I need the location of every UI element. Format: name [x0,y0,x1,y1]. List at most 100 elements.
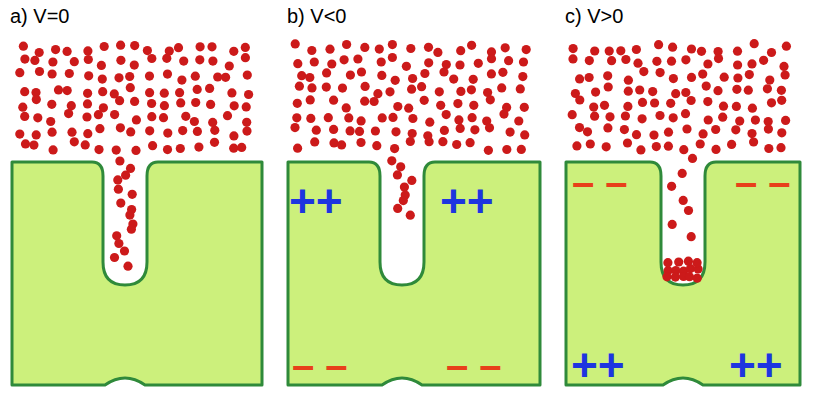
ion-dot [159,113,168,122]
ion-dot [190,117,199,126]
ion-dot [719,102,728,111]
ion-dot [776,143,785,152]
ion-dot [145,72,154,81]
ion-dot [764,125,773,134]
ion-dot [32,130,41,139]
ion-dot [21,139,30,148]
ion-dot [519,57,528,66]
ion-dot [322,83,331,92]
ion-dot [469,101,478,110]
ion-dot [20,112,29,121]
ion-dot [781,116,790,125]
ion-dot [110,110,119,119]
ion-dot [378,113,387,122]
ion-dot [616,46,625,55]
ion-dot [213,72,222,81]
ion-dot [147,112,156,121]
ion-dot [35,48,44,57]
ion-dot [305,73,314,82]
substrate-block [12,162,262,385]
ion-dot [732,102,741,111]
ion-dot [399,196,408,205]
ion-dot [713,86,722,95]
ion-dot [667,57,676,66]
ion-dot [115,156,124,165]
ion-dot [688,154,697,163]
ion-dot [764,144,773,153]
ion-dot [474,59,483,68]
ion-dot [110,253,119,262]
ion-dot [206,100,215,109]
ion-dot [113,175,122,184]
ion-dot [54,85,63,94]
ion-dot [632,130,641,139]
ion-dot [569,44,578,53]
ion-dot [681,88,690,97]
ion-dot [357,116,366,125]
ion-dot [242,118,251,127]
negative-charge: – – [446,345,502,385]
ion-dot [324,113,333,122]
ion-dot [163,129,172,138]
positive-charge: ++ [440,178,494,224]
ion-dot [176,98,185,107]
ion-dot [393,102,402,111]
ion-dot [327,59,336,68]
ion-dot [230,101,239,110]
ion-dot [360,43,369,52]
ion-dot [517,145,526,154]
ion-dot [63,47,72,56]
ion-dot [325,45,334,54]
ion-dot [498,68,507,77]
ion-dot [568,110,577,119]
ion-dot [143,46,152,55]
ion-dot [176,144,185,153]
ion-dot [174,43,183,52]
panel-title: a) V=0 [10,6,69,26]
ion-dot [744,86,753,95]
ion-dot [586,139,595,148]
ion-dot [442,110,451,119]
ion-dot [145,88,154,97]
ion-dot [407,176,416,185]
ion-dot [229,131,238,140]
ion-dot [681,55,690,64]
ion-dot [112,146,121,155]
ion-dot [163,70,172,79]
ion-dot [655,111,664,120]
ion-dot [682,124,691,133]
ion-dot [704,115,713,124]
ion-dot [242,127,251,136]
ion-dot [520,103,529,112]
ion-dot [720,73,729,82]
ion-dot [221,73,230,82]
ion-dot [669,74,678,83]
ion-dot [177,76,186,85]
ion-dot [664,142,673,151]
ion-dot [733,60,742,69]
negative-charge: – – [292,345,348,385]
ion-dot [35,67,44,76]
substrate-block [288,162,540,385]
ion-dot [342,40,351,49]
ion-dot [767,98,776,107]
ion-dot [210,138,219,147]
ion-dot [425,137,434,146]
ion-dot [393,170,402,179]
ion-dot [750,39,759,48]
ion-dot [433,48,442,57]
ion-dot [297,71,306,80]
ion-dot [639,67,648,76]
ion-dot [64,109,73,118]
positive-charge: ++ [729,342,783,388]
ion-dot [242,102,251,111]
ion-dot [207,42,216,51]
ion-dot [667,182,676,191]
ion-dot [590,112,599,121]
ion-dot [114,239,123,248]
ion-dot [499,110,508,119]
ion-dot [435,87,444,96]
ion-dot [656,68,665,77]
ion-dot [130,97,139,106]
ion-dot [424,58,433,67]
